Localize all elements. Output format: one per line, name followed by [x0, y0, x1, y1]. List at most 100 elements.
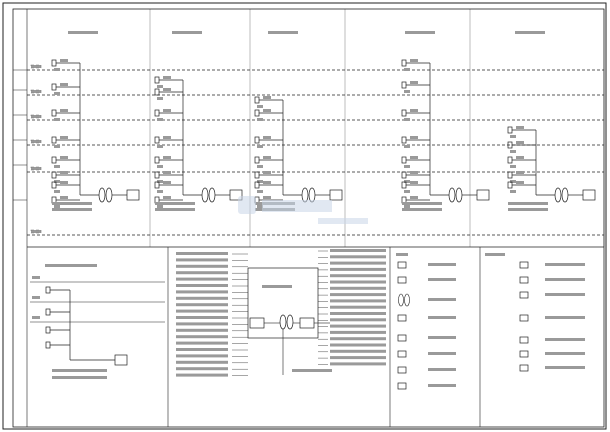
outlet-label [54, 180, 60, 183]
network-outlet-icon [397, 350, 407, 358]
drawing-inner-frame [12, 8, 605, 428]
floor-label [30, 64, 42, 69]
cable-list-entry [330, 261, 386, 265]
fiber-coil-icon [301, 187, 309, 203]
network-switch-icon [229, 189, 243, 201]
cable-label [163, 181, 171, 184]
network-outlet-icon [254, 96, 260, 104]
building-5-wiring [507, 126, 596, 211]
cable-list-entry [330, 255, 386, 259]
legend-symbol [519, 276, 529, 284]
outlet-label [510, 190, 516, 193]
legend-text [428, 316, 456, 319]
legend-text [428, 298, 456, 301]
network-outlet-icon [397, 382, 407, 390]
legend-title [396, 253, 408, 256]
cable-list-entry [176, 354, 228, 358]
cable-list-entry [176, 341, 228, 345]
cable-list-entry [330, 267, 386, 271]
outlet-label [404, 145, 410, 148]
outlet-label [404, 118, 410, 121]
cable-label [263, 96, 271, 99]
floor-label [30, 89, 42, 94]
outlet-label [157, 165, 163, 168]
network-switch-icon [299, 317, 315, 329]
legend-title [485, 253, 505, 256]
outlet-label [54, 190, 60, 193]
network-outlet-icon [401, 59, 407, 67]
equipment-note [155, 208, 195, 211]
cable-label [516, 181, 524, 184]
equipment-note [508, 202, 548, 205]
network-switch-icon [329, 189, 343, 201]
floor-label [32, 276, 40, 279]
network-outlet-icon [401, 156, 407, 164]
network-switch-icon [397, 261, 407, 269]
network-outlet-icon [45, 326, 51, 334]
building-3-header [268, 31, 298, 34]
cable-list-entry [176, 277, 228, 281]
network-outlet-icon [45, 286, 51, 294]
cable-label [410, 196, 418, 199]
building-3-wiring [254, 96, 343, 211]
cable-label [410, 181, 418, 184]
cable-list-entry [176, 322, 228, 326]
cable-list-entry [330, 318, 386, 322]
network-switch-icon [249, 317, 265, 329]
dormitory-header [45, 264, 97, 267]
network-outlet-icon [154, 88, 160, 96]
fiber-coil-icon [308, 187, 316, 203]
cable-list-entry [330, 286, 386, 290]
dormitory-riser [30, 264, 165, 379]
equipment-note [52, 369, 107, 372]
network-outlet-icon [507, 171, 513, 179]
legend-symbol [519, 336, 529, 344]
cable-label [516, 156, 524, 159]
outlet-label [157, 205, 163, 208]
outlet-label [157, 85, 163, 88]
outlet-label [54, 118, 60, 121]
outlet-label [54, 165, 60, 168]
network-outlet-icon [397, 366, 407, 374]
fiber-coil-icon [398, 293, 404, 307]
floor-label [30, 229, 42, 234]
cable-label [163, 156, 171, 159]
cable-list-entry [330, 305, 386, 309]
cable-label [163, 76, 171, 79]
network-switch-icon [397, 314, 407, 322]
network-outlet-icon [51, 136, 57, 144]
cable-label [60, 171, 68, 174]
cable-label [163, 88, 171, 91]
network-outlet-icon [45, 308, 51, 316]
fiber-coil-icon [286, 314, 294, 330]
cable-label [60, 83, 68, 86]
legend-text [545, 338, 585, 341]
cable-list-entry [176, 264, 228, 268]
network-outlet-icon [51, 156, 57, 164]
outlet-label [404, 165, 410, 168]
cable-label [516, 126, 524, 129]
legend-symbol [519, 364, 529, 372]
cable-list-entry [330, 343, 386, 347]
building-headers [68, 9, 605, 247]
equipment-note [402, 208, 442, 211]
network-outlet-icon [401, 109, 407, 117]
cable-label [263, 181, 271, 184]
cable-label [516, 141, 524, 144]
network-outlet-icon [154, 136, 160, 144]
equipment-note [155, 202, 195, 205]
cable-label [263, 156, 271, 159]
legend-text [428, 384, 456, 387]
legend-symbol [519, 314, 529, 322]
cable-list-entry [176, 367, 228, 371]
outlet-label [257, 105, 263, 108]
outlet-label [54, 145, 60, 148]
cable-label [263, 109, 271, 112]
cable-list-entry [330, 349, 386, 353]
fiber-coil-icon [448, 187, 456, 203]
cable-list-entry [176, 296, 228, 300]
cable-label [60, 181, 68, 184]
network-outlet-icon [507, 126, 513, 134]
